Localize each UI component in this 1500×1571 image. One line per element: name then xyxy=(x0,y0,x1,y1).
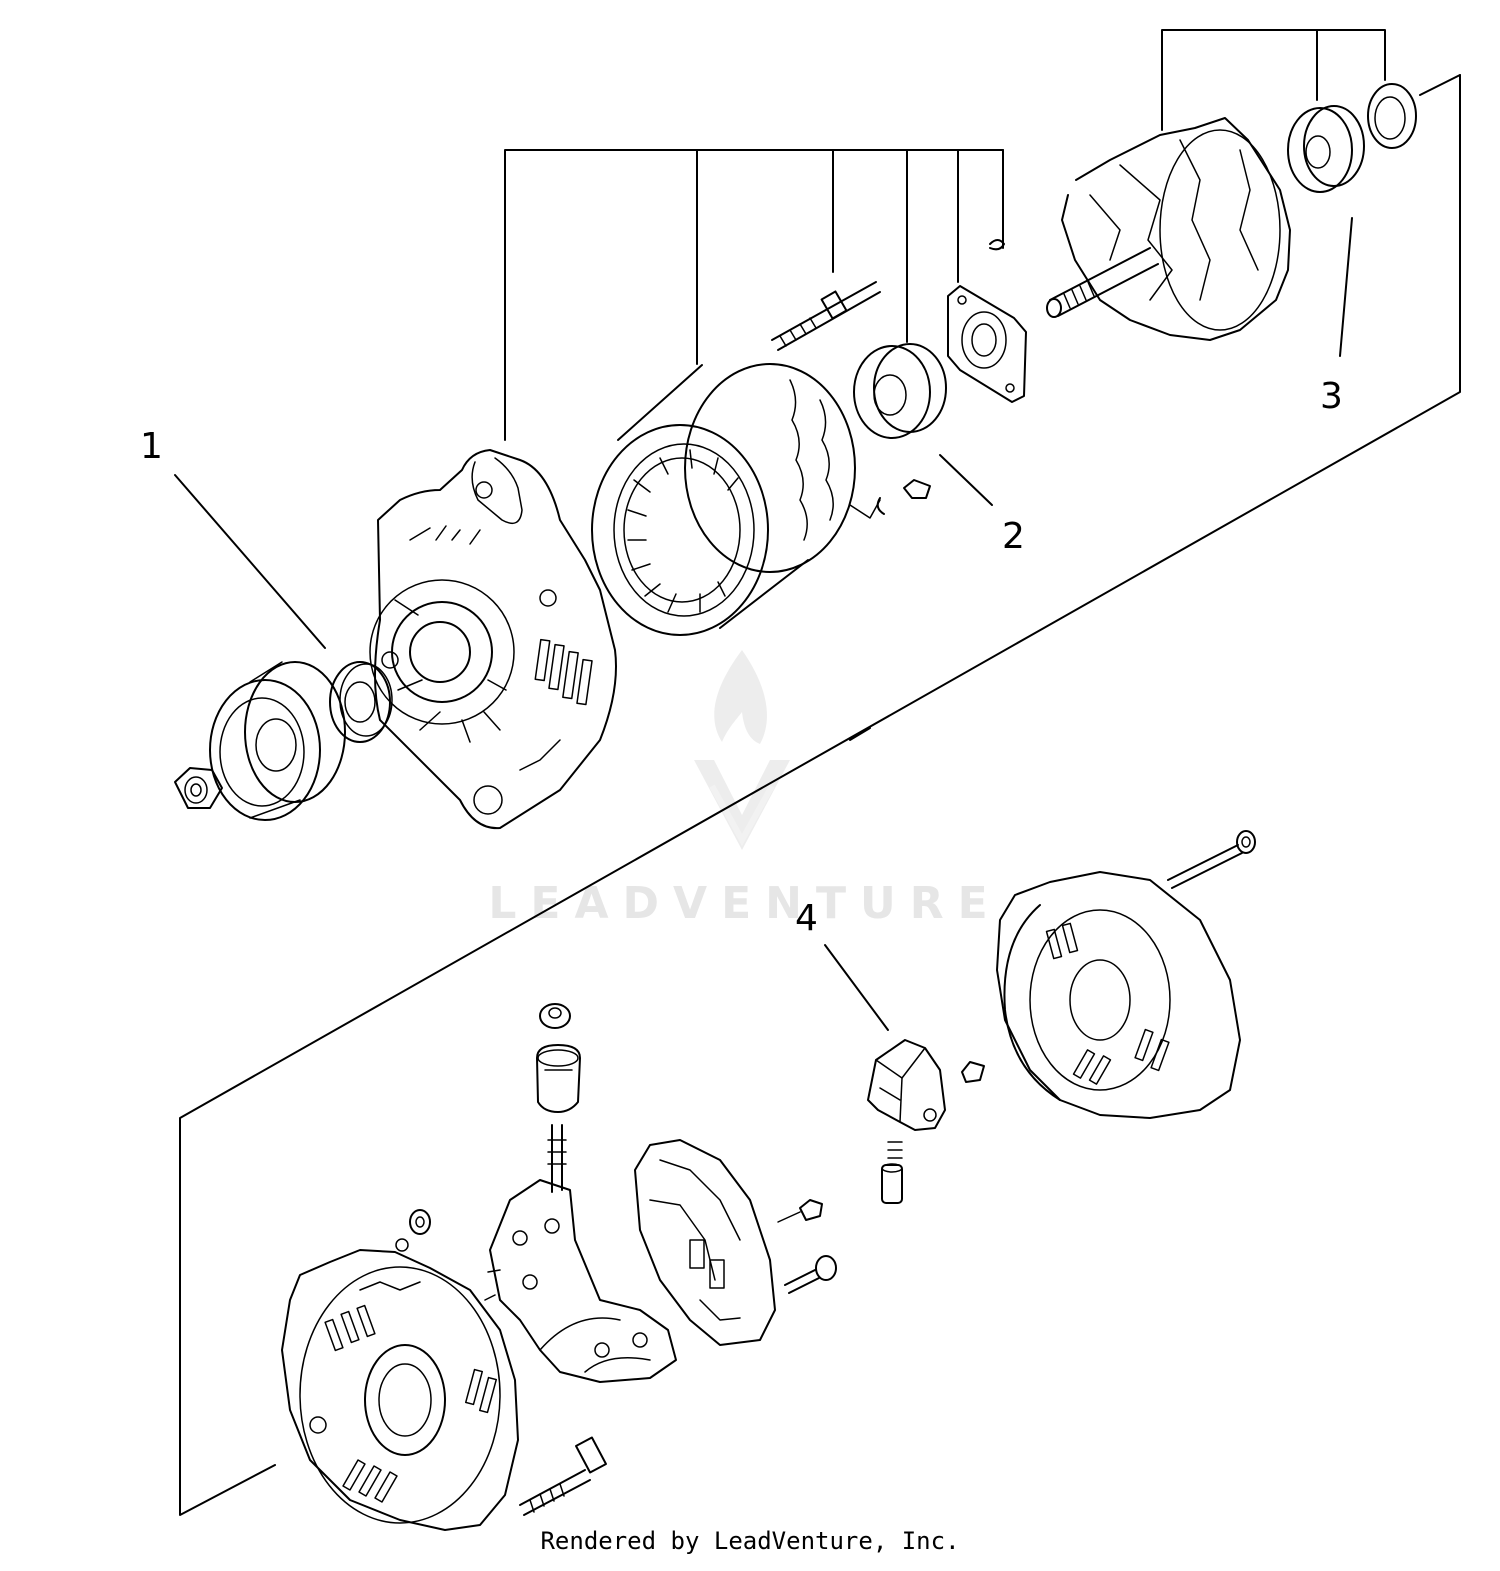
rear-frame-bolt xyxy=(519,1436,607,1516)
rotor xyxy=(1046,117,1291,341)
group-bracket-2 xyxy=(504,149,1004,441)
leader-line-3 xyxy=(1339,217,1353,357)
small-screw-a xyxy=(989,239,1005,251)
terminal-insulator xyxy=(536,1044,581,1113)
pulley xyxy=(209,661,346,821)
brush-holder-4 xyxy=(867,1039,946,1131)
assembly-frame xyxy=(179,74,1461,1516)
brush-spring xyxy=(887,1141,903,1159)
rear-cover xyxy=(996,871,1241,1119)
brush-screw xyxy=(961,1061,985,1083)
small-screw-b xyxy=(903,479,931,499)
leader-line-2 xyxy=(939,454,993,506)
stator xyxy=(591,363,881,636)
callout-4[interactable]: 4 xyxy=(795,898,818,939)
group-bracket-3 xyxy=(1161,29,1386,131)
brush xyxy=(881,1163,903,1204)
rectifier xyxy=(484,1124,677,1383)
callout-3[interactable]: 3 xyxy=(1320,376,1343,417)
stud-bolt xyxy=(771,281,881,351)
watermark-logo xyxy=(694,650,790,850)
bearing-3 xyxy=(1287,105,1365,193)
small-clip xyxy=(876,497,885,515)
small-screw-c xyxy=(777,1199,823,1223)
callout-1[interactable]: 1 xyxy=(140,426,163,467)
callout-2[interactable]: 2 xyxy=(1002,516,1025,557)
small-screw-d xyxy=(784,1255,837,1294)
bearing-cover-3 xyxy=(1367,83,1417,149)
footer-credit: Rendered by LeadVenture, Inc. xyxy=(540,1527,960,1555)
terminal-insulator-cap xyxy=(539,1003,571,1029)
drive-end-frame xyxy=(369,449,617,830)
retainer-plate xyxy=(947,285,1027,403)
rear-end-frame xyxy=(281,1238,519,1531)
leader-line-1 xyxy=(174,474,326,649)
bearing-2 xyxy=(853,343,947,439)
rear-cover-bolt xyxy=(1167,830,1256,889)
front-collar xyxy=(329,661,393,743)
pulley-nut xyxy=(174,767,223,809)
leader-line-4 xyxy=(824,944,889,1031)
small-nut xyxy=(409,1209,431,1235)
regulator-cover xyxy=(634,1139,776,1346)
watermark-text: LEADVENTURE xyxy=(488,878,1001,929)
